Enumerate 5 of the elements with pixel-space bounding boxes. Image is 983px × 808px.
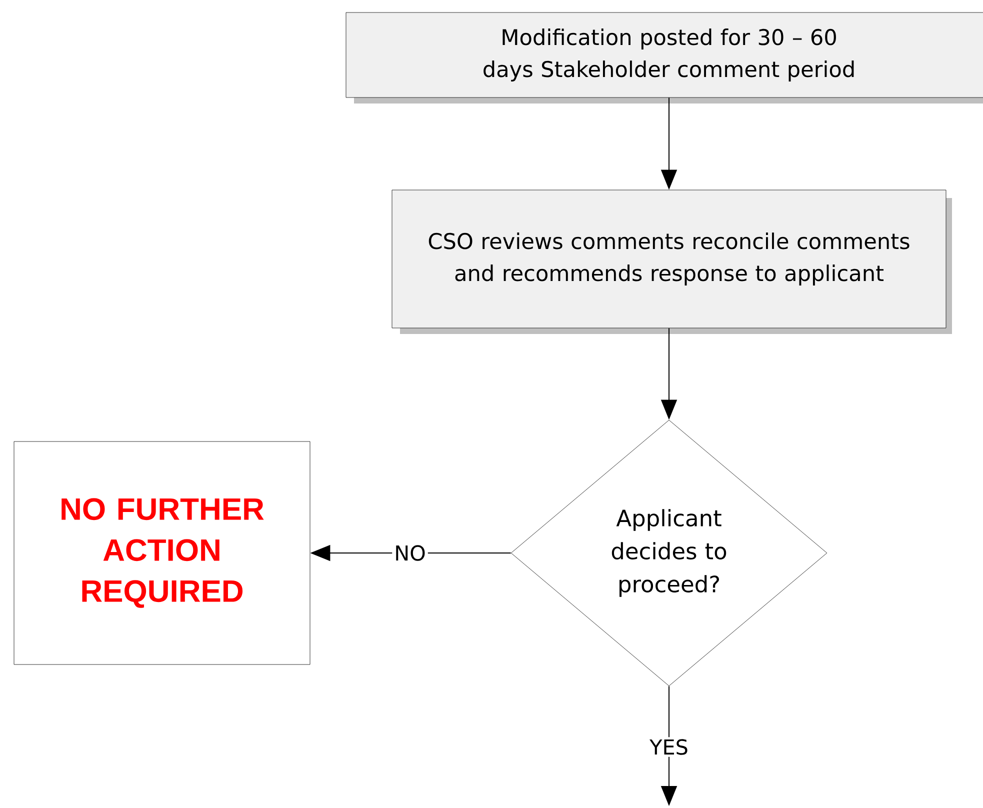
edge-label: YES [648, 737, 690, 757]
process-box: Modification posted for 30 – 60 days Stakeholder comment period [346, 12, 983, 104]
process-box: CSO reviews comments reconcile comments and recommends response to applicant [392, 190, 952, 334]
process-box: NO FURTHER ACTION REQUIRED [14, 441, 310, 665]
edge-label: NO [392, 543, 428, 563]
